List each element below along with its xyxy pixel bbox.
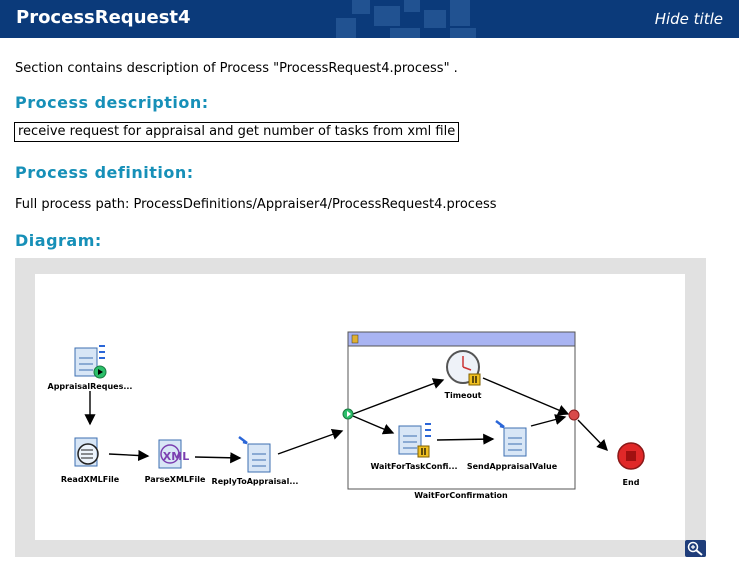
- process-path-text: Full process path: ProcessDefinitions/Ap…: [15, 197, 497, 212]
- wait-icon: [398, 425, 422, 455]
- group-label: WaitForConfirmation: [414, 491, 508, 500]
- process-definition-heading: Process definition:: [15, 163, 194, 182]
- pause-badge-icon: [417, 445, 430, 458]
- zoom-icon: [687, 541, 703, 556]
- transition-start-to-timeout: [352, 378, 445, 415]
- node-label: WaitForTaskConfi...: [370, 462, 457, 471]
- transition-reply-to-group: [277, 429, 344, 455]
- node-parse-xml-file[interactable]: XML ParseXMLFile: [145, 439, 206, 484]
- header-decoration: [330, 0, 490, 38]
- transitions: [84, 377, 608, 464]
- diagram-canvas: WaitForConfirmation AppraisalReques... R…: [35, 274, 685, 540]
- node-timeout[interactable]: Timeout: [445, 350, 482, 400]
- title-bar: ProcessRequest4 Hide title: [0, 0, 739, 38]
- reply-arrow-icon: [238, 436, 248, 445]
- group-type-icon: [351, 334, 359, 344]
- signal-icon: [425, 423, 431, 437]
- node-label: Timeout: [445, 391, 482, 400]
- hide-title-link[interactable]: Hide title: [654, 10, 723, 28]
- transition-send-to-end: [530, 414, 567, 427]
- page-title: ProcessRequest4: [16, 7, 191, 28]
- intro-text: Section contains description of Process …: [15, 61, 458, 76]
- node-label: AppraisalReques...: [48, 382, 133, 391]
- reply-icon: [247, 443, 271, 473]
- diagram-heading: Diagram:: [15, 231, 102, 250]
- node-send-appraisal-value[interactable]: SendAppraisalValue: [467, 420, 558, 471]
- node-label: ReadXMLFile: [61, 475, 120, 484]
- node-read-xml-file[interactable]: ReadXMLFile: [61, 437, 120, 484]
- transition-timeout-to-end: [482, 377, 570, 416]
- svg-text:XML: XML: [163, 450, 189, 463]
- activity-icon: [74, 347, 98, 377]
- reply-arrow-icon: [495, 420, 505, 429]
- send-icon: [503, 427, 527, 457]
- transition-wait-to-send: [436, 433, 495, 445]
- node-appraisal-request[interactable]: AppraisalReques...: [48, 345, 133, 391]
- node-label: SendAppraisalValue: [467, 462, 558, 471]
- node-wait-for-task-confirmation[interactable]: WaitForTaskConfi...: [370, 423, 458, 471]
- transition-read-to-parse: [108, 449, 150, 462]
- process-description-box: receive request for appraisal and get nu…: [14, 122, 460, 142]
- node-label: End: [623, 478, 640, 487]
- zoom-button[interactable]: [685, 540, 706, 557]
- group-end-port: [568, 409, 580, 421]
- transition-parse-to-reply: [194, 452, 242, 464]
- pause-badge-icon: [468, 373, 481, 386]
- node-label: ReplyToAppraisal...: [212, 477, 299, 486]
- signal-icon: [99, 345, 105, 359]
- node-label: ParseXMLFile: [145, 475, 206, 484]
- node-end[interactable]: End: [617, 442, 645, 487]
- node-reply-to-appraisal[interactable]: ReplyToAppraisal...: [212, 436, 299, 486]
- transition-group-to-end: [577, 419, 608, 452]
- transition-start-to-wait: [352, 415, 395, 435]
- process-description-heading: Process description:: [15, 93, 209, 112]
